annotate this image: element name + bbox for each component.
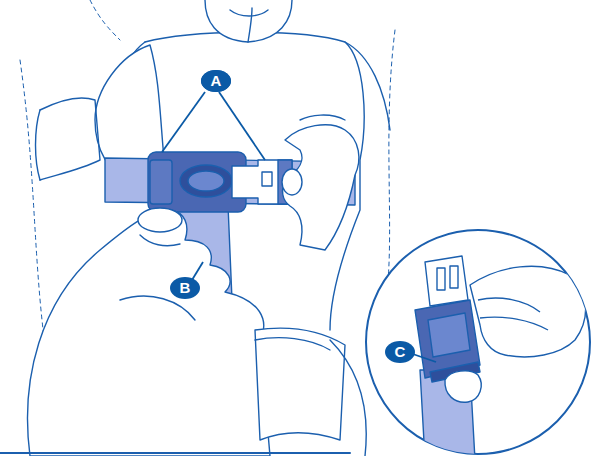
callout-letter: B [170, 277, 200, 299]
callout-letter: C [385, 341, 415, 363]
callout-letter: A [201, 70, 231, 92]
